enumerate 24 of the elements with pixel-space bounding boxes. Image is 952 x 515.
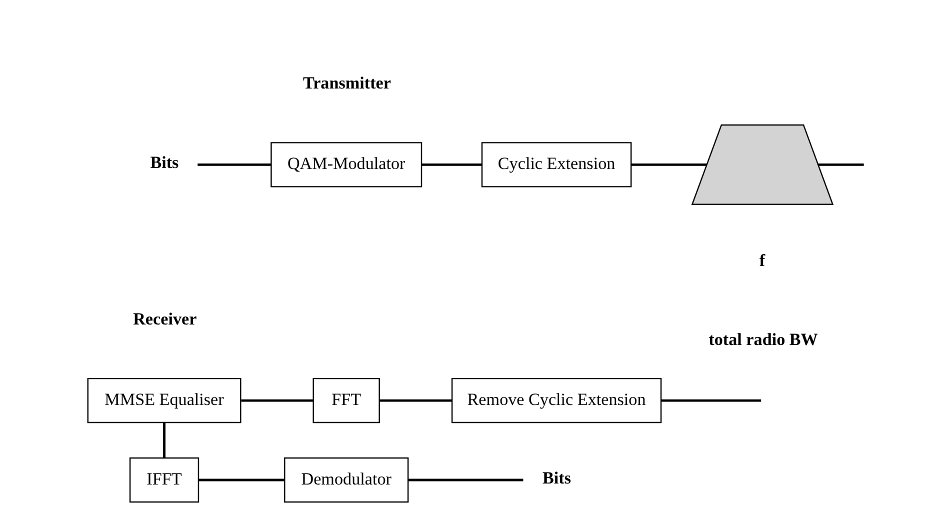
connector: [818, 163, 864, 166]
label: Transmitter: [302, 74, 390, 93]
node-box: MMSE Equaliser: [86, 378, 241, 424]
node-text: Bits: [542, 468, 570, 488]
node-text: Bits: [150, 152, 178, 172]
connector: [240, 399, 312, 402]
connector: [379, 399, 452, 402]
connector: [197, 163, 271, 166]
connector: [660, 399, 761, 402]
connector: [162, 422, 165, 458]
node-box: Demodulator: [284, 457, 408, 503]
connector: [421, 163, 482, 166]
node-box: IFFT: [128, 457, 199, 503]
node-box: FFT: [312, 378, 380, 424]
connector: [630, 163, 706, 166]
label: f: [758, 250, 765, 270]
node-picture: [690, 124, 834, 206]
connector: [198, 478, 284, 482]
node-box: Remove Cyclic Extension: [450, 378, 662, 424]
connector: [408, 478, 523, 482]
node-box: QAM-Modulator: [270, 142, 422, 188]
node-box: Cyclic Extension: [480, 142, 632, 188]
label: total radio BW: [708, 330, 818, 350]
label: Receiver: [132, 309, 196, 328]
